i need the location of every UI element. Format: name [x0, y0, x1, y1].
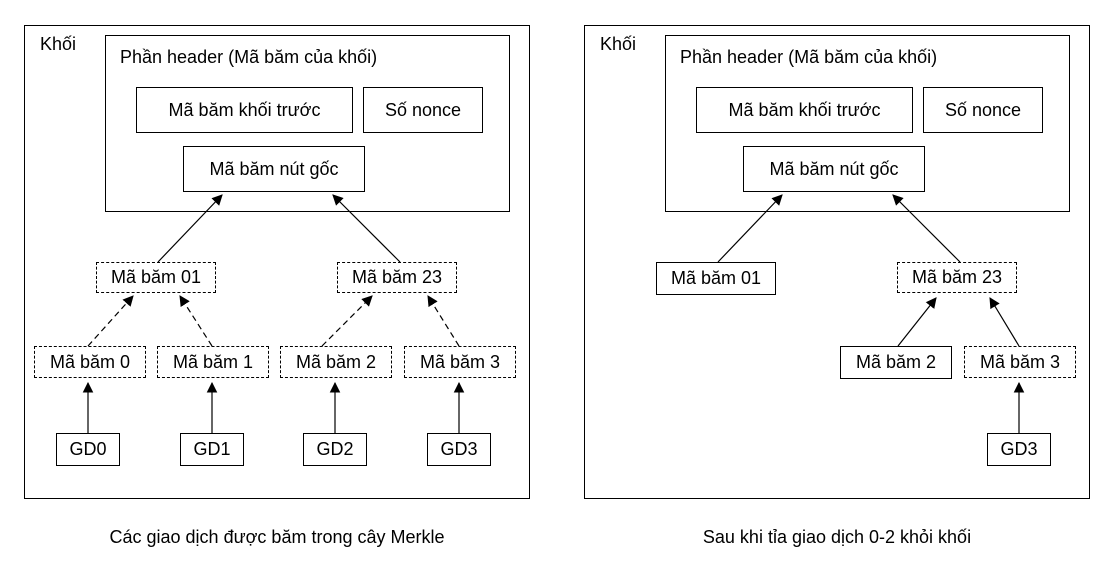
left-tx-1-box: GD1	[180, 433, 244, 466]
left-caption: Các giao dịch được băm trong cây Merkle	[109, 527, 445, 547]
left-nonce-box: Số nonce	[363, 87, 483, 133]
left-hash-01-box: Mã băm 01	[96, 262, 216, 293]
right-root-hash-box: Mã băm nút gốc	[743, 146, 925, 192]
left-arrow-1-to-01	[179, 295, 213, 347]
left-arrow-2-to-23	[321, 295, 373, 347]
right-block-label: Khối	[600, 34, 637, 54]
right-header-label: Phần header (Mã băm của khối)	[680, 47, 938, 67]
right-arrow-23-to-root	[892, 194, 961, 263]
left-block-frame	[24, 25, 530, 499]
left-arrow-0-to-01	[87, 295, 134, 347]
right-header-frame	[665, 35, 1070, 212]
left-tx-3-box: GD3	[427, 433, 491, 466]
left-hash-23-box: Mã băm 23	[337, 262, 457, 293]
right-hash-01-box: Mã băm 01	[656, 262, 776, 295]
right-arrow-3-to-23	[989, 297, 1020, 347]
left-block-label: Khối	[40, 34, 77, 54]
right-arrow-01-to-root	[717, 194, 783, 263]
left-hash-0-box: Mã băm 0	[34, 346, 146, 378]
right-caption: Sau khi tỉa giao dịch 0-2 khỏi khối	[702, 527, 972, 547]
left-arrow-3-to-23	[427, 295, 460, 347]
left-hash-3-box: Mã băm 3	[404, 346, 516, 378]
left-root-hash-box: Mã băm nút gốc	[183, 146, 365, 192]
left-header-label: Phần header (Mã băm của khối)	[120, 47, 378, 67]
right-nonce-box: Số nonce	[923, 87, 1043, 133]
left-arrow-01-to-root	[157, 194, 223, 263]
right-arrow-2-to-23	[897, 297, 937, 347]
left-tx-0-box: GD0	[56, 433, 120, 466]
left-hash-2-box: Mã băm 2	[280, 346, 392, 378]
right-hash-23-box: Mã băm 23	[897, 262, 1017, 293]
left-header-frame	[105, 35, 510, 212]
left-arrow-23-to-root	[332, 194, 401, 263]
right-tx-3-box: GD3	[987, 433, 1051, 466]
right-prev-hash-box: Mã băm khối trước	[696, 87, 913, 133]
left-hash-1-box: Mã băm 1	[157, 346, 269, 378]
left-prev-hash-box: Mã băm khối trước	[136, 87, 353, 133]
right-hash-3-box: Mã băm 3	[964, 346, 1076, 378]
left-tx-2-box: GD2	[303, 433, 367, 466]
right-block-frame	[584, 25, 1090, 499]
right-hash-2-box: Mã băm 2	[840, 346, 952, 379]
